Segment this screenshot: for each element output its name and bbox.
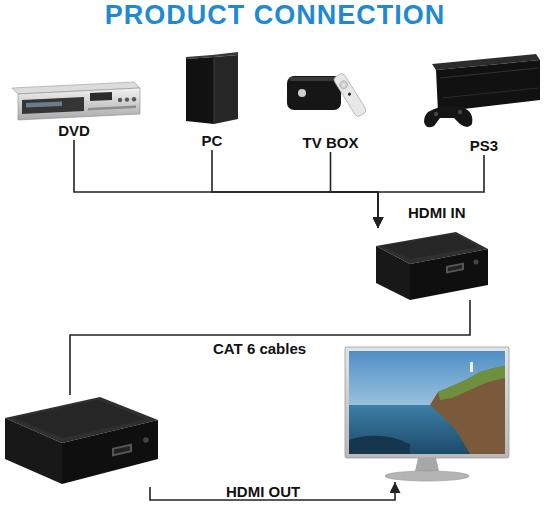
node-label: HDMI IN xyxy=(408,204,466,222)
transmitter-device xyxy=(376,232,488,300)
receiver-device xyxy=(5,397,158,484)
device-label-box: TV BOX xyxy=(283,62,378,152)
connector xyxy=(70,300,470,395)
connector xyxy=(74,140,378,228)
connector xyxy=(331,152,379,228)
device-label-box: DVD xyxy=(8,78,140,140)
game-console xyxy=(424,54,540,127)
dvd-player xyxy=(12,82,140,120)
transmitter-box: HDMI IN xyxy=(375,228,488,300)
connector xyxy=(212,150,378,228)
connector xyxy=(378,155,484,228)
receiver-box xyxy=(5,395,160,487)
tv-display xyxy=(345,345,510,482)
edge-label: CAT 6 cables xyxy=(213,340,306,357)
television xyxy=(345,347,509,481)
diagram-title: PRODUCT CONNECTION xyxy=(0,0,550,31)
node-label: PC xyxy=(202,132,223,150)
connector xyxy=(150,482,395,500)
tv-box xyxy=(287,72,367,117)
node-label: PS3 xyxy=(470,137,498,155)
device-label-box: PC xyxy=(183,50,241,150)
edge-label: HDMI OUT xyxy=(226,483,300,500)
pc-tower xyxy=(186,52,238,124)
node-label: TV BOX xyxy=(303,134,359,152)
node-label: DVD xyxy=(58,122,90,140)
device-label-box: PS3 xyxy=(425,55,543,155)
